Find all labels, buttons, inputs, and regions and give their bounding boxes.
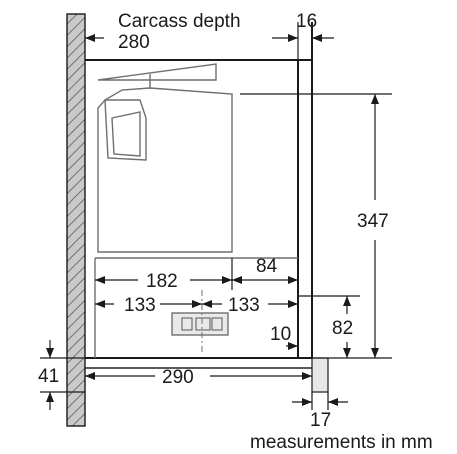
front-panel	[311, 357, 329, 393]
dim-panel-thickness	[312, 34, 334, 42]
label-carcass-depth: 280	[118, 32, 150, 53]
dim-bottom-depth	[85, 367, 312, 380]
dim-height-outlet	[343, 296, 351, 358]
label-gap: 10	[270, 324, 291, 345]
dim-carcass-depth	[85, 22, 299, 60]
motor-box	[171, 312, 229, 336]
units-note: measurements in mm	[250, 432, 433, 453]
dim-bottom-thickness	[40, 340, 85, 410]
label-offset-right: 133	[228, 295, 260, 316]
label-offset-left: 133	[124, 295, 156, 316]
label-height-outlet: 82	[332, 318, 353, 339]
dim-depth-front	[232, 276, 298, 284]
dim-gap	[286, 318, 299, 358]
wall-hatched	[66, 13, 86, 427]
dim-height-total	[240, 93, 392, 359]
hood-unit	[94, 63, 298, 358]
label-front-panel: 17	[310, 410, 331, 431]
label-panel-thickness: 16	[296, 11, 317, 32]
dim-offsets	[95, 295, 360, 308]
label-carcass-depth-title: Carcass depth	[118, 11, 241, 32]
label-bottom-thickness: 41	[38, 366, 59, 387]
label-bottom-depth: 290	[162, 367, 194, 388]
dim-front-panel	[292, 392, 348, 410]
label-width-upper: 182	[146, 271, 178, 292]
label-height-total: 347	[357, 211, 389, 232]
dim-width-upper	[95, 258, 233, 290]
label-depth-front: 84	[256, 256, 278, 277]
